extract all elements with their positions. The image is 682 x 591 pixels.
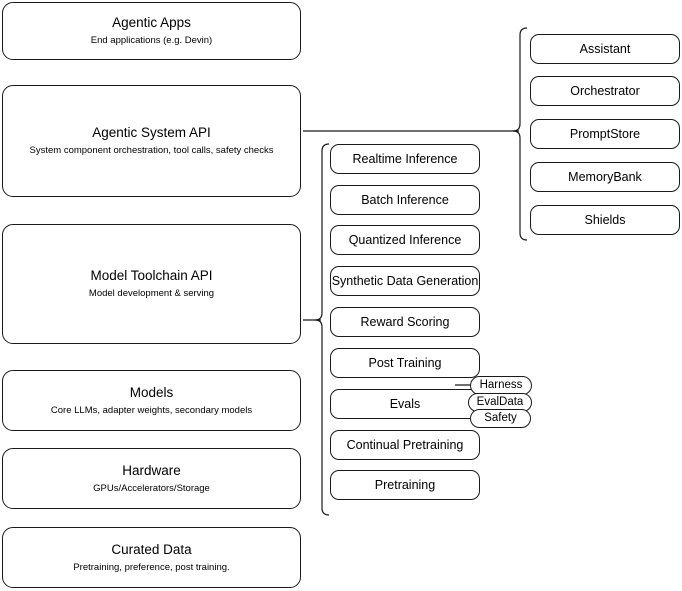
capability-label: Quantized Inference	[348, 233, 462, 247]
stack-layer-model-toolchain-api[interactable]: Model Toolchain API Model development & …	[2, 224, 301, 344]
stack-layer-subtitle: End applications (e.g. Devin)	[90, 35, 213, 46]
capability-label: Continual Pretraining	[346, 438, 464, 452]
agentic-component-label: Orchestrator	[570, 84, 640, 98]
capability-label: Reward Scoring	[360, 315, 450, 329]
bracket-toolchain-capabilities	[314, 143, 330, 516]
capability-label: Evals	[389, 397, 421, 411]
bracket-agentic-components	[512, 27, 528, 241]
capability-label: Synthetic Data Generation	[331, 274, 479, 288]
stack-layer-models[interactable]: Models Core LLMs, adapter weights, secon…	[2, 370, 301, 431]
capability-batch-inference[interactable]: Batch Inference	[330, 185, 480, 215]
agentic-component-label: PromptStore	[569, 127, 641, 141]
stack-layer-subtitle: GPUs/Accelerators/Storage	[93, 482, 210, 494]
agentic-component-assistant[interactable]: Assistant	[530, 34, 680, 64]
capability-label: Pretraining	[374, 478, 436, 492]
stack-layer-title: Hardware	[122, 462, 181, 478]
capability-label: Realtime Inference	[352, 152, 458, 166]
agentic-component-promptstore[interactable]: PromptStore	[530, 119, 680, 149]
stack-layer-title: Models	[129, 384, 174, 400]
agentic-component-shields[interactable]: Shields	[530, 205, 680, 235]
stack-layer-subtitle: Pretraining, preference, post training.	[73, 561, 230, 573]
stack-layer-subtitle: System component orchestration, tool cal…	[29, 145, 274, 156]
stack-layer-title: Agentic System API	[92, 125, 211, 140]
agentic-component-memorybank[interactable]: MemoryBank	[530, 162, 680, 192]
stack-layer-title: Curated Data	[111, 541, 192, 557]
stack-layer-title: Agentic Apps	[112, 15, 191, 30]
agentic-component-label: MemoryBank	[568, 170, 642, 184]
capability-label: Post Training	[368, 356, 442, 370]
stack-layer-agentic-apps[interactable]: Agentic Apps End applications (e.g. Devi…	[2, 2, 301, 60]
capability-pretraining[interactable]: Pretraining	[330, 470, 480, 500]
agentic-component-label: Shields	[584, 213, 626, 227]
stack-layer-curated-data[interactable]: Curated Data Pretraining, preference, po…	[2, 527, 301, 588]
agentic-component-label: Assistant	[579, 42, 631, 56]
eval-tag-safety[interactable]: Safety	[470, 409, 531, 428]
capability-quantized-inference[interactable]: Quantized Inference	[330, 225, 480, 255]
stack-layer-subtitle: Core LLMs, adapter weights, secondary mo…	[50, 404, 253, 416]
stack-layer-agentic-system-api[interactable]: Agentic System API System component orch…	[2, 85, 301, 197]
capability-post-training[interactable]: Post Training	[330, 348, 480, 378]
capability-label: Batch Inference	[361, 193, 449, 207]
capability-realtime-inference[interactable]: Realtime Inference	[330, 144, 480, 174]
capability-evals[interactable]: Evals	[330, 389, 480, 419]
capability-continual-pretraining[interactable]: Continual Pretraining	[330, 430, 480, 460]
stack-layer-title: Model Toolchain API	[90, 268, 213, 283]
stack-layer-subtitle: Model development & serving	[88, 288, 215, 299]
stack-layer-hardware[interactable]: Hardware GPUs/Accelerators/Storage	[2, 448, 301, 509]
capability-synthetic-data-generation[interactable]: Synthetic Data Generation	[330, 266, 480, 296]
agentic-component-orchestrator[interactable]: Orchestrator	[530, 76, 680, 106]
capability-reward-scoring[interactable]: Reward Scoring	[330, 307, 480, 337]
